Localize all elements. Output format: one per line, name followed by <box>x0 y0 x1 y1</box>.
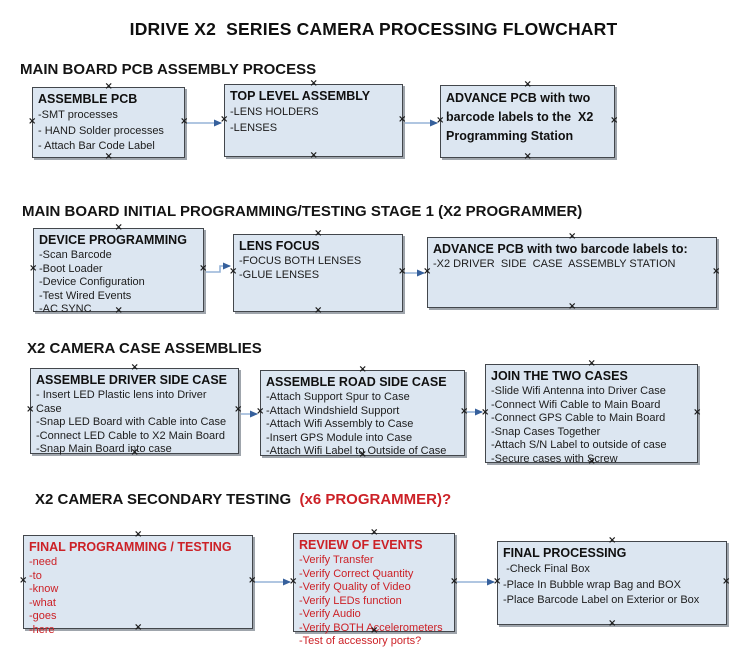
connector-handle-icon <box>310 152 318 160</box>
box-title: TOP LEVEL ASSEMBLY <box>230 89 371 103</box>
flow-box-advance-pcb-driver-side-station: ADVANCE PCB with two barcode labels to: … <box>427 237 717 308</box>
box-item: -Snap Cases Together <box>491 425 601 438</box>
box-item: -Verify Audio <box>299 608 361 620</box>
box-title: FINAL PROCESSING <box>503 546 627 560</box>
box-title: ASSEMBLE DRIVER SIDE CASE <box>36 373 228 387</box>
box-title: JOIN THE TWO CASES <box>491 369 628 383</box>
flow-arrow-elbow-icon <box>205 262 231 273</box>
connector-handle-icon <box>608 620 616 628</box>
flow-box-assemble-driver-side-case: ASSEMBLE DRIVER SIDE CASE - Insert LED P… <box>30 368 239 455</box>
box-item: -Slide Wifi Antenna into Driver Case <box>491 385 666 397</box>
box-item: -Attach Wifi Assembly to Case <box>266 418 414 430</box>
box-item: -here <box>29 623 55 636</box>
box-item: -Secure cases with Screw <box>491 452 618 465</box>
box-item: -what <box>29 596 56 609</box>
section-heading-text: MAIN BOARD INITIAL PROGRAMMING/TESTING S… <box>22 203 583 220</box>
box-title: ASSEMBLE ROAD SIDE CASE <box>266 375 447 389</box>
box-item: -Attach Wifi Label to Outside of Case <box>266 445 447 457</box>
box-item: -Attach Windshield Support <box>266 404 400 417</box>
box-item: -Verify Quality of Video <box>299 581 411 593</box>
box-item: - Attach Bar Code Label <box>38 140 155 152</box>
box-item: -goes <box>29 610 57 622</box>
box-item: -Scan Barcode <box>39 249 112 261</box>
section-heading-secondary-testing: X2 CAMERA SECONDARY TESTING (x6 PROGRAMM… <box>35 491 451 508</box>
section-heading-pcb-assembly: MAIN BOARD PCB ASSEMBLY PROCESS <box>20 61 316 78</box>
section-heading-initial-programming: MAIN BOARD INITIAL PROGRAMMING/TESTING S… <box>22 203 582 220</box>
section-heading-suffix: (x6 PROGRAMMER)? <box>295 491 452 508</box>
box-title: ADVANCE PCB with two barcode labels to t… <box>446 91 597 143</box>
box-item: -Connect LED Cable to X2 Main Board <box>36 429 225 442</box>
box-item: -know <box>29 583 59 595</box>
box-item: -Verify BOTH Accelerometers <box>299 621 443 634</box>
box-item: -Snap Main Board into case <box>36 443 172 455</box>
section-heading-text: MAIN BOARD PCB ASSEMBLY PROCESS <box>20 61 317 78</box>
box-item: -GLUE LENSES <box>239 268 320 281</box>
box-item: -FOCUS BOTH LENSES <box>239 255 362 267</box>
flow-box-device-programming: DEVICE PROGRAMMING -Scan Barcode-Boot Lo… <box>33 228 204 315</box>
box-item: - Insert LED Plastic lens into Driver Ca… <box>36 389 210 415</box>
flow-box-final-processing: FINAL PROCESSING -Check Final Box -Place … <box>497 541 727 625</box>
box-title: FINAL PROGRAMMING / TESTING <box>29 540 232 554</box>
flow-box-review-of-events: REVIEW OF EVENTS -Verify Transfer-Verify… <box>293 533 455 647</box>
box-item: -Verify Correct Quantity <box>299 567 414 580</box>
box-title: DEVICE PROGRAMMING <box>39 233 187 247</box>
box-item: -need <box>29 556 58 568</box>
box-item: -Verify LEDs function <box>299 594 402 607</box>
flow-box-advance-pcb-programming-station: ADVANCE PCB with two barcode labels to t… <box>440 85 615 158</box>
box-item: -Connect GPS Cable to Main Board <box>491 412 666 424</box>
flow-box-assemble-pcb: ASSEMBLE PCB -SMT processes - HAND Solder… <box>32 87 185 158</box>
flow-box-join-the-two-cases: JOIN THE TWO CASES -Slide Wifi Antenna i… <box>485 364 698 465</box>
section-heading-text: X2 CAMERA SECONDARY TESTING <box>35 491 296 508</box>
box-title: ASSEMBLE PCB <box>38 92 138 106</box>
box-item: -Place In Bubble wrap Bag and BOX <box>503 578 681 591</box>
box-item: -LENS HOLDERS <box>230 106 319 118</box>
section-heading-text: X2 CAMERA CASE ASSEMBLIES <box>27 340 262 357</box>
box-item: -Test Wired Events <box>39 289 132 302</box>
box-item: -Boot Loader <box>39 262 103 275</box>
connector-handle-icon <box>568 303 576 311</box>
box-item: -Snap LED Board with Cable into Case <box>36 416 227 428</box>
box-item: -Insert GPS Module into Case <box>266 431 413 444</box>
connector-handle-icon <box>524 153 532 161</box>
section-heading-case-assemblies: X2 CAMERA CASE ASSEMBLIES <box>27 340 262 357</box>
box-item: -Attach S/N Label to outside of case <box>491 439 667 451</box>
box-item: -X2 DRIVER SIDE CASE ASSEMBLY STATION <box>433 258 676 270</box>
box-item: -Check Final Box <box>503 563 590 575</box>
page-title: IDRIVE X2 SERIES CAMERA PROCESSING FLOWC… <box>129 19 618 39</box>
flow-box-final-programming-testing: FINAL PROGRAMMING / TESTING -need-to-kno… <box>23 535 253 636</box>
box-item: -Attach Support Spur to Case <box>266 391 410 403</box>
box-title: ADVANCE PCB with two barcode labels to: <box>433 242 688 256</box>
box-title: LENS FOCUS <box>239 239 320 253</box>
box-title: REVIEW OF EVENTS <box>299 538 423 552</box>
box-item: -Device Configuration <box>39 276 145 288</box>
box-item: - HAND Solder processes <box>38 124 164 137</box>
box-item: -Place Barcode Label on Exterior or Box <box>503 594 700 606</box>
box-item: -Verify Transfer <box>299 554 374 566</box>
box-item: -to <box>29 569 42 582</box>
connector-handle-icon <box>314 307 322 315</box>
box-item: -SMT processes <box>38 109 118 121</box>
flow-box-assemble-road-side-case: ASSEMBLE ROAD SIDE CASE -Attach Support … <box>260 370 465 457</box>
flow-box-lens-focus: LENS FOCUS -FOCUS BOTH LENSES-GLUE LENSE… <box>233 234 403 312</box>
box-item: -Connect Wifi Cable to Main Board <box>491 398 661 411</box>
box-item: -AC SYNC <box>39 303 92 315</box>
flow-box-top-level-assembly: TOP LEVEL ASSEMBLY -LENS HOLDERS -LENSES <box>224 84 403 157</box>
box-item: -LENSES <box>230 121 278 134</box>
box-item: -Test of accessory ports? <box>299 635 422 647</box>
